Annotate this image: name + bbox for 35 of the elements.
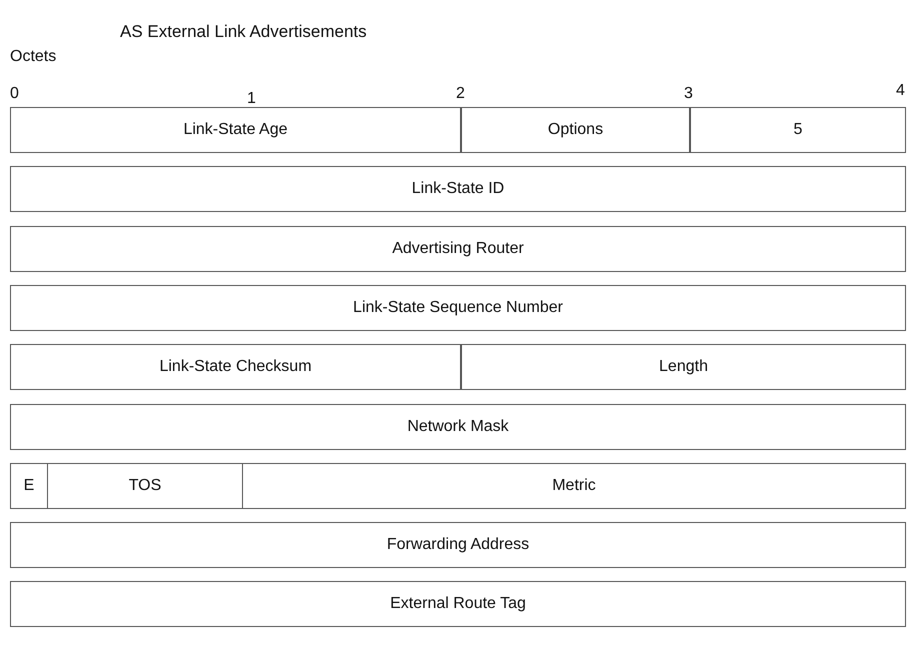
field-box — [10, 462, 48, 509]
field-box — [10, 404, 906, 450]
field-label: Metric — [552, 476, 596, 495]
field-box — [10, 581, 906, 628]
field-box — [461, 107, 690, 153]
octet-tick: 4 — [896, 82, 905, 100]
field-box — [10, 226, 906, 272]
field-label: Options — [548, 121, 604, 139]
field-label: Link-State Sequence Number — [353, 298, 563, 317]
diagram-title: AS External Link Advertisements — [120, 22, 367, 42]
octet-tick: 2 — [456, 85, 465, 103]
octet-tick: 3 — [684, 85, 693, 103]
field-label: Network Mask — [407, 418, 509, 436]
octet-tick: 1 — [247, 90, 256, 108]
octet-tick: 0 — [10, 85, 19, 103]
field-label: Length — [659, 358, 708, 376]
field-box — [10, 107, 461, 153]
field-box — [461, 344, 906, 390]
field-label: 5 — [794, 121, 802, 139]
field-box — [10, 166, 906, 212]
field-label: Link-State Age — [183, 121, 288, 139]
field-label: Link-State ID — [412, 180, 504, 198]
field-box — [10, 344, 461, 390]
field-box — [10, 284, 906, 331]
field-label: External Route Tag — [390, 595, 526, 614]
field-label: TOS — [128, 476, 162, 495]
field-label: E — [24, 476, 34, 495]
axis-title: Octets — [10, 48, 56, 66]
field-box — [242, 462, 906, 509]
field-label: Link-State Checksum — [159, 358, 312, 376]
field-box — [10, 522, 906, 568]
field-label: Forwarding Address — [386, 536, 530, 554]
field-box — [47, 462, 243, 509]
field-label: Advertising Router — [392, 240, 524, 258]
field-box — [690, 107, 906, 153]
